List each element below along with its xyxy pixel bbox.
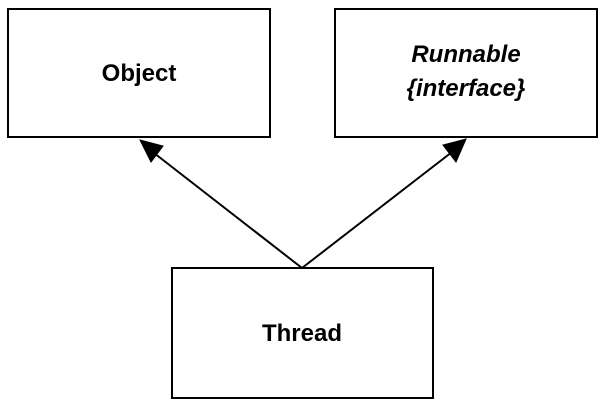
- node-runnable-label-line1: Runnable: [411, 41, 520, 68]
- node-runnable-label-line2: {interface}: [407, 75, 526, 102]
- node-thread-box: [171, 267, 434, 399]
- node-thread-label: Thread: [262, 320, 342, 347]
- node-object-label: Object: [102, 60, 177, 87]
- node-runnable: Runnable {interface}: [334, 8, 598, 138]
- arrow-head-object: [139, 139, 164, 163]
- node-object: Object: [7, 8, 271, 138]
- arrow-head-runnable: [442, 138, 467, 163]
- edge-line-thread-object: [153, 152, 303, 269]
- edge-thread-object: [139, 139, 303, 269]
- edge-thread-runnable: [301, 138, 467, 269]
- node-object-box: [7, 8, 271, 138]
- node-thread: Thread: [171, 267, 434, 399]
- edge-line-thread-runnable: [301, 151, 453, 269]
- node-runnable-box: [334, 8, 598, 138]
